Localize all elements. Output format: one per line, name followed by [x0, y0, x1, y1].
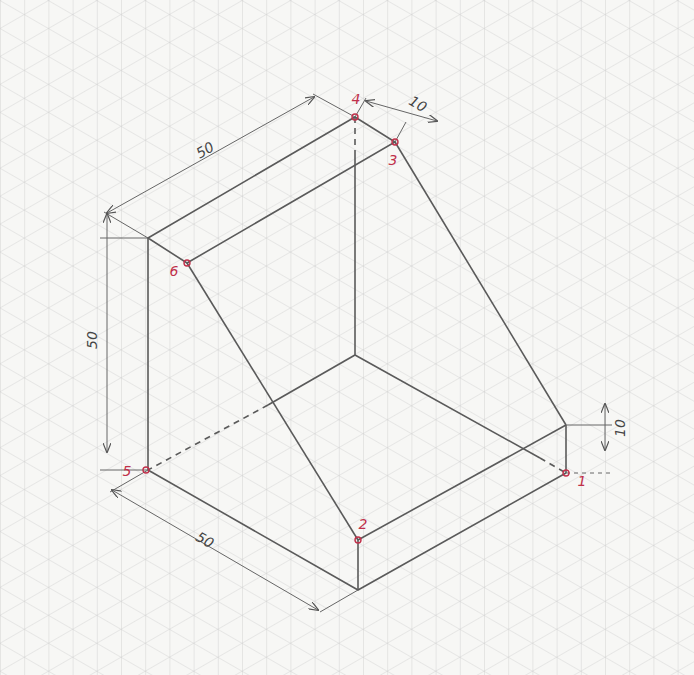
hidden-line: [148, 117, 566, 473]
point-number: 1: [578, 474, 587, 488]
dimension-text: 50: [85, 331, 99, 349]
point-marker: [143, 114, 569, 543]
point-number: 5: [123, 464, 132, 478]
point-number: 4: [352, 92, 361, 106]
point-number: 2: [359, 517, 368, 531]
dimension-line: [100, 94, 612, 612]
dimension-text: 10: [613, 419, 627, 437]
point-number: 6: [170, 264, 179, 278]
point-number: 3: [389, 153, 398, 167]
object-outline: [148, 117, 566, 590]
